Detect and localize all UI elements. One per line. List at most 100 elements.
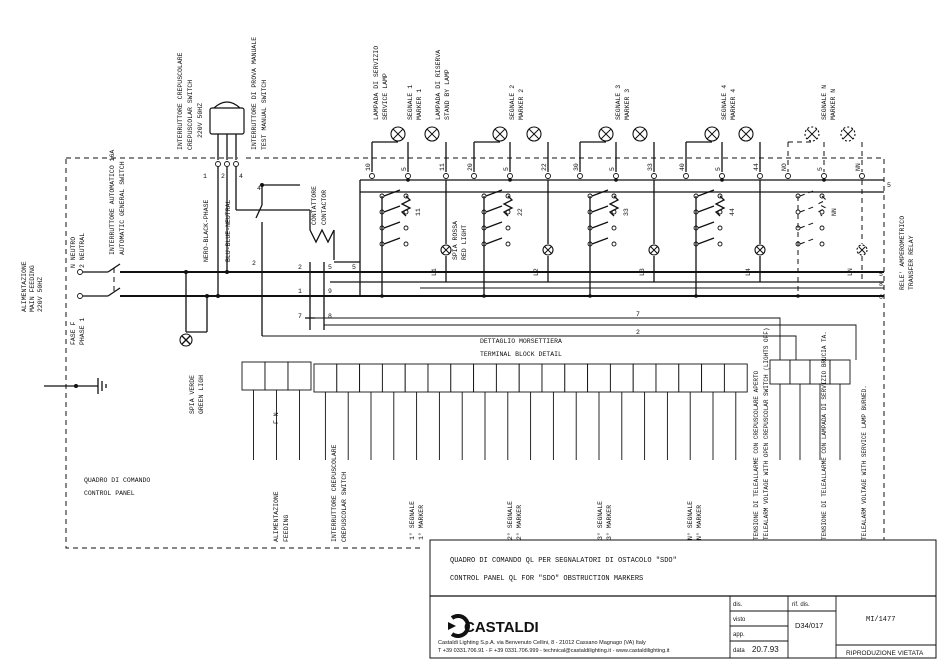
- top-terminal-3-2: [757, 173, 763, 179]
- general-switch-label-en: AUTOMATIC GENERAL SWITCH: [119, 161, 126, 255]
- lamp-label-en-4: MARKER 3: [624, 89, 631, 120]
- marker2-bottom-label-1: 2° MARKER: [515, 505, 523, 540]
- contactor-label-it: CONTATTORE: [311, 186, 318, 225]
- relay-contact-b-1-3: [505, 241, 511, 247]
- junction-b-1: [482, 294, 486, 298]
- top-terminal-4-2: [859, 173, 865, 179]
- relay-coil-1: [502, 195, 514, 217]
- supply-voltage: 220V 50HZ: [37, 277, 44, 312]
- top-term-num-0-0: 10: [365, 163, 372, 171]
- lamp-label-it-4: SEGNALE 3: [615, 85, 622, 120]
- general-switch-label-it: INTERRUTTORE AUTOMATICO 16A: [109, 150, 116, 255]
- bus-label-8: 8: [879, 281, 883, 288]
- terminal-block: [241, 359, 851, 393]
- main-feeding-it: ALIMENTAZIONE: [21, 261, 28, 312]
- manual-test-switch-label-en: TEST MANUAL SWITCH: [261, 80, 268, 150]
- twilight-term-4: 4: [239, 173, 243, 180]
- rif-value: D34/017: [795, 621, 823, 630]
- contactor-term-8: 8: [328, 313, 332, 320]
- relay-blade-0-1: [383, 205, 401, 213]
- lamp-label-it-0: LAMPADA DI SERVIZIO: [373, 46, 380, 120]
- top-terminal-0-2: [443, 173, 449, 179]
- twilight-switch-device: [209, 101, 245, 167]
- tb-main-cell-7: [473, 363, 497, 393]
- relay-blade-2-2: [591, 221, 609, 229]
- relay-contact-b-0-3: [403, 241, 409, 247]
- neutral-label-it: N NEUTRO: [70, 237, 77, 268]
- junction-a-2: [614, 178, 618, 182]
- lamp-label-it-5: SEGNALE 4: [721, 85, 728, 120]
- phase-label-it: FASE F: [70, 321, 77, 345]
- lamp-label-en-1: MARKER 1: [416, 89, 423, 120]
- bus-label-top-5: 5: [887, 182, 891, 189]
- tb-main-cell-3: [381, 363, 406, 393]
- relay-blade-2-3: [591, 237, 609, 245]
- castaldi-logo-icon: [448, 614, 470, 638]
- lamp-label-it-1: SEGNALE 1: [407, 85, 414, 120]
- relay-num-0: 11: [415, 208, 422, 216]
- top-term-num-0-2: 11: [439, 163, 446, 171]
- contactor-term-9: 9: [328, 288, 332, 295]
- top-term-num-3-0: 40: [679, 163, 686, 171]
- control-panel-boundary: [65, 157, 885, 549]
- junction-a-1: [508, 178, 512, 182]
- top-terminal-1-0: [471, 173, 477, 179]
- manual-test-switch-label-it: INTERRUTTORE DI PROVA MANUALE: [251, 37, 258, 150]
- relay-blade-3-1: [697, 205, 715, 213]
- rif-label: rif. dis.: [792, 602, 810, 608]
- transfer-relay-label-it: RELE' AMPEROMETRICO: [899, 216, 906, 290]
- relay-num-2: 33: [623, 208, 630, 216]
- tb-main-cell-14: [632, 363, 657, 393]
- relay-contact-b-4-3: [819, 241, 825, 247]
- junction-b-3: [694, 294, 698, 298]
- bus-label-6: 6: [879, 294, 883, 301]
- top-terminal-2-0: [577, 173, 583, 179]
- top-term-num-0-1: 5: [401, 167, 408, 171]
- marker-lamp-5: [632, 126, 648, 142]
- earth-ground-icon: [44, 378, 107, 394]
- top-terminal-3-0: [683, 173, 689, 179]
- tb-main-cell-12: [587, 363, 611, 393]
- tb-main-cell-8: [495, 363, 520, 393]
- tb-main-cell-9: [518, 363, 543, 393]
- manual-test-switch-symbol: [255, 183, 264, 336]
- green-light-label-en: GREEN LIGH: [198, 375, 205, 414]
- marker1-bottom-label-0: 1° SEGNALE: [408, 501, 416, 540]
- lamp-label-it-3: SEGNALE 2: [509, 85, 516, 120]
- marker-lamp-9: [840, 126, 856, 142]
- telealarm1-it: TENSIONE DI TELEALLARME CON CREPUSCOLARE…: [753, 370, 760, 540]
- junction-b-2: [588, 294, 592, 298]
- tb-main-cell-15: [655, 363, 680, 393]
- relay-coil-3: [714, 195, 726, 217]
- tb-main-cell-4: [404, 363, 429, 393]
- relay-contact-b-2-3: [611, 241, 617, 247]
- relay-blade-1-3: [485, 237, 503, 245]
- relay-blade-4-0: [799, 189, 817, 197]
- relay-blade-2-1: [591, 205, 609, 213]
- junction-a-4: [822, 178, 826, 182]
- tb-right-cell-3: [829, 359, 851, 385]
- contactor-out-5: 5: [352, 264, 356, 271]
- control-panel-label-it: QUADRO DI COMANDO: [84, 477, 150, 484]
- telealarm-wire-2: [262, 335, 797, 360]
- relay-blade-1-0: [485, 189, 503, 197]
- tb-main-cell-5: [427, 363, 452, 393]
- relay-blade-0-3: [383, 237, 401, 245]
- top-terminal-4-1: [821, 173, 827, 179]
- dis-label: dis.: [733, 602, 743, 608]
- relay-blade-2-0: [591, 189, 609, 197]
- lamp-label-en-2: STAND BY LAMP: [444, 69, 451, 120]
- top-terminal-0-1: [405, 173, 411, 179]
- test-term-4: 4: [257, 185, 261, 192]
- transfer-relay-label-en: TRANSFER RELAY: [908, 235, 915, 290]
- control-panel-label-en: CONTROL PANEL: [84, 490, 135, 497]
- test-term-2: 2: [252, 260, 256, 267]
- marker-lamp-3: [526, 126, 542, 142]
- relay-blade-4-3: [799, 237, 817, 245]
- marker-lamp-2: [492, 126, 508, 142]
- relay-blade-3-3: [697, 237, 715, 245]
- telealarm-wire-7: [309, 317, 781, 360]
- tb-main-cell-1: [336, 363, 361, 393]
- marker-lamp-1: [424, 126, 440, 142]
- red-light-lamp-1: [542, 244, 554, 256]
